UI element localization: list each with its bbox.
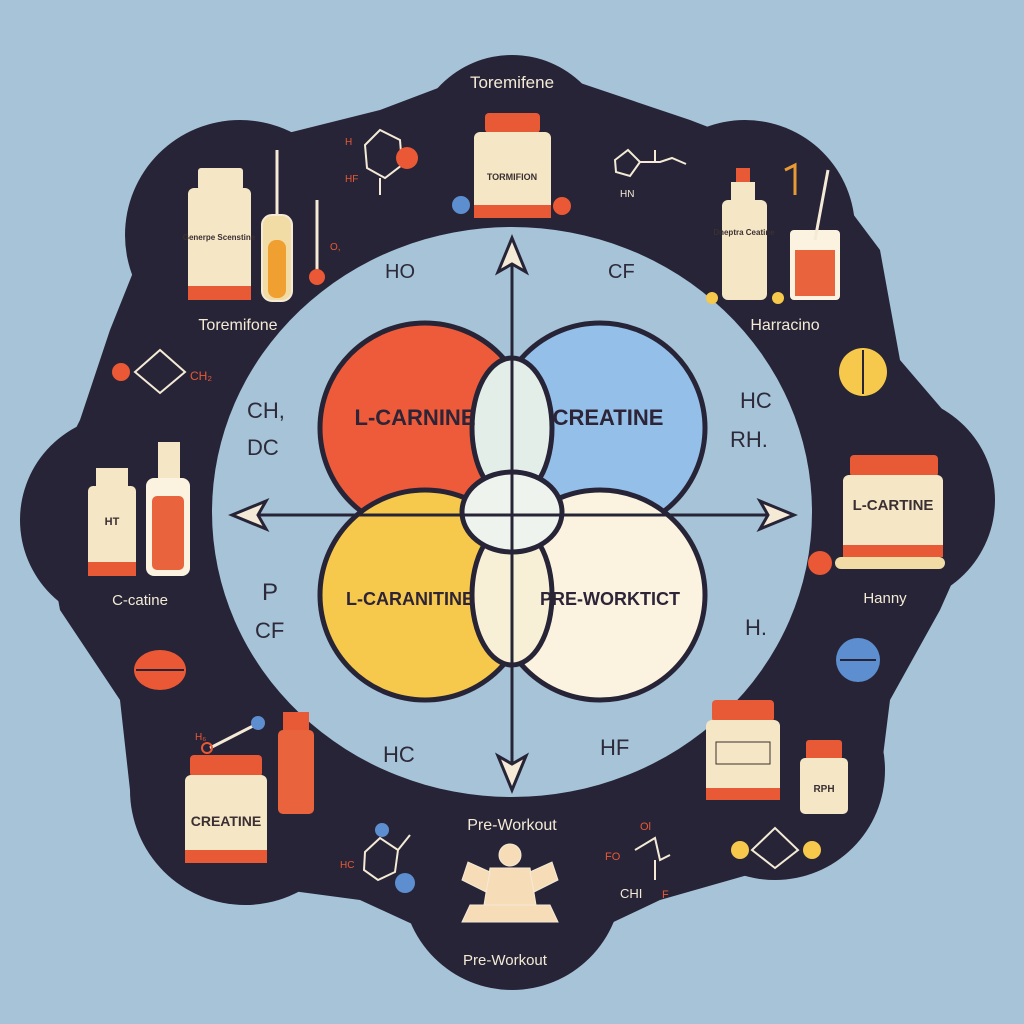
arrow-head-left [228,497,270,533]
pipette-bl [209,723,256,750]
ring-label-top: Toremifene [470,73,554,92]
molecule-left-upper [133,348,187,395]
jar-bl-lid [190,755,262,777]
venn-label-top-left: L-CARNINE [355,405,476,430]
arrow-head-up [494,234,530,276]
jar-right-label: L-CARTINE [853,497,934,514]
chem-label-hc-right: HC [740,388,772,413]
chem-label-hf-bottom: HF [600,735,629,760]
venn-label-top-right: CREATINE [553,405,664,430]
pill-blue-top [452,196,470,214]
chem-label-f: F [662,889,669,901]
athlete-figure [461,843,559,923]
chem-label-fo: FO [605,851,621,863]
bottle-bl-cap [283,712,309,732]
node-bottom-left: CREATINE H₆ HC [185,712,415,893]
pill-red-top [553,197,571,215]
node-top: Toremifene TORMIFION HN [452,73,687,218]
bottle-left-cap [96,468,128,488]
chem-label-dc: DC [247,435,279,460]
chem-label-h6: H₆ [195,732,206,743]
ring-label-bottom-top: Pre-Workout [467,817,557,834]
vial-neck [158,442,180,482]
bottle-left-body [88,486,136,576]
chem-label-h: H. [745,615,767,640]
ring-label-right: Hanny [863,590,907,607]
bottle-tl-body [188,188,251,300]
node-bottom-right: RPH Ol FO CHI F [605,700,848,901]
dropper [835,557,945,569]
chem-label-hc-bl: HC [340,860,354,871]
chem-label-cf-left: CF [255,618,284,643]
molecule-bottom-right [634,826,800,880]
arrow-heads [228,234,798,794]
molecule-top-right [613,148,687,178]
bottle-left-label: HT [105,516,120,528]
venn-label-bottom-left: L-CARANITINE [346,589,474,609]
chem-label-chi: CHI [620,886,642,901]
jar-bl-body [185,775,267,863]
chem-label-ch: CH, [247,398,285,423]
node-top-right: Dneptra Ceatine Harracino [706,162,887,396]
jar-top-body [474,132,551,218]
bottle-tr-cap [736,168,750,186]
jar-top-lid [485,113,540,133]
node-right: L-CARTINE Hanny [808,455,945,682]
chem-label-hf-tl: HF [345,174,358,185]
jar-br-small-body [800,758,848,814]
chem-label-hn: HN [620,189,634,200]
bottle-tl-label: Generpe Scenstine [183,233,256,242]
chem-label-ch2: CH₂ [190,369,212,383]
arrow-head-right [756,497,798,533]
dropper-bulb [808,551,832,575]
ring-label-top-left: Toremifone [198,317,277,334]
jar-right-body [843,475,943,557]
molecule-bottom-left [362,834,411,882]
jar-top-label: TORMIFION [487,172,537,182]
chem-label-hc-bottom: HC [383,742,415,767]
arrow-head-down [494,752,530,794]
jar-right-lid [850,455,938,477]
chem-label-o-tl: O, [330,242,341,253]
chem-label-h-tl: H [345,137,352,148]
straw [813,169,830,241]
bottle-tr-body [722,200,767,300]
node-top-left: Generpe Scenstine H HF O, Toremifone CH₂ [112,128,418,395]
bottle-tl-cap [198,168,243,190]
node-bottom: Pre-Workout Pre-Workout [461,817,559,969]
jar-br-small-lid [806,740,842,760]
chem-label-rh: RH. [730,427,768,452]
venn-label-bottom-right: PRE-WORKTICT [540,589,680,609]
chem-label-p: P [262,579,278,606]
jar-br-small-label: RPH [813,784,834,795]
ring-label-bottom: Pre-Workout [463,952,548,969]
ring-label-top-right: Harracino [750,317,819,334]
chem-label-ol: Ol [640,821,651,833]
bottle-bl-body [278,730,314,814]
node-left: HT C-catine [88,442,190,690]
bottle-tr-label: Dneptra Ceatine [713,228,775,237]
chem-label-cf: CF [608,261,635,283]
chem-label-ho: HO [385,261,415,283]
jar-br-lid [712,700,774,722]
ring-label-left: C-catine [112,592,168,609]
jar-bl-label: CREATINE [191,813,262,829]
